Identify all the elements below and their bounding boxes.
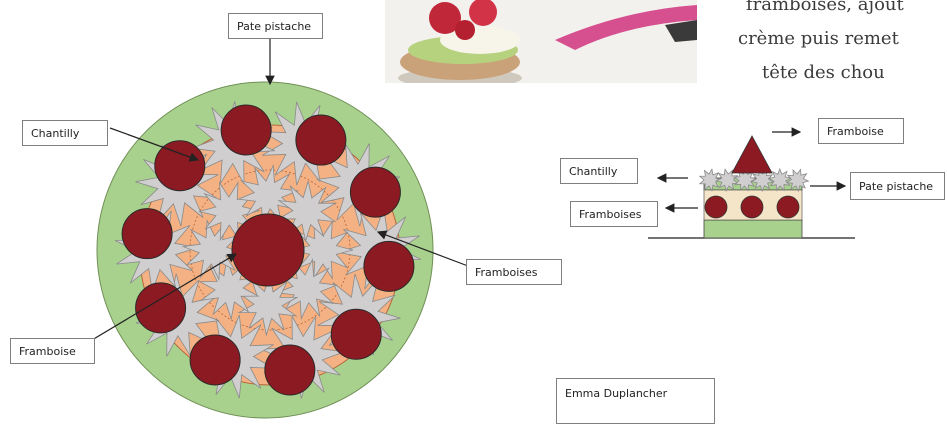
raspberry xyxy=(296,115,346,165)
raspberry xyxy=(350,167,400,217)
raspberry xyxy=(155,141,205,191)
label-side-framboises: Framboises xyxy=(570,201,658,227)
label-side-framboise: Framboise xyxy=(818,118,904,144)
side-raspberry xyxy=(741,196,763,218)
label-pate-pistache: Pate pistache xyxy=(228,13,323,39)
label-chantilly: Chantilly xyxy=(22,120,108,146)
raspberry xyxy=(331,309,381,359)
label-framboise: Framboise xyxy=(10,338,95,364)
raspberry xyxy=(190,335,240,385)
author-box: Emma Duplancher xyxy=(556,378,715,424)
raspberry xyxy=(364,241,414,291)
side-pate-pistache xyxy=(704,220,802,238)
side-view xyxy=(648,136,855,238)
side-raspberry xyxy=(705,196,727,218)
raspberry xyxy=(122,209,172,259)
raspberry xyxy=(136,283,186,333)
raspberry xyxy=(221,105,271,155)
top-view xyxy=(97,82,433,418)
side-raspberry xyxy=(777,196,799,218)
side-raspberry-cone xyxy=(732,136,772,173)
label-framboises: Framboises xyxy=(466,259,562,285)
raspberry xyxy=(232,214,304,286)
raspberry xyxy=(265,345,315,395)
label-side-pate-pistache: Pate pistache xyxy=(850,172,945,200)
label-side-chantilly: Chantilly xyxy=(560,158,638,184)
